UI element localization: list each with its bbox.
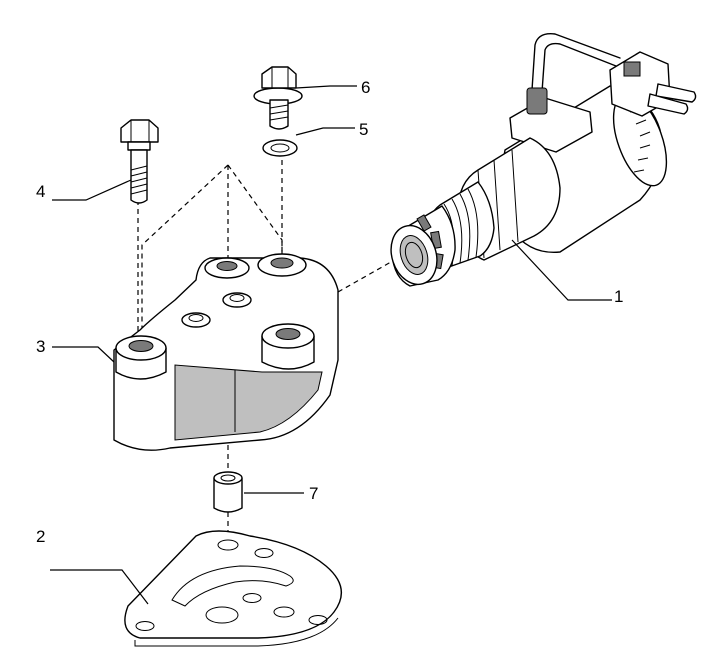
- short-bolt: [253, 66, 303, 130]
- gasket: [124, 530, 343, 647]
- callout-4: 4: [36, 182, 45, 201]
- callout-2: 2: [36, 527, 45, 546]
- long-bolt: [120, 119, 159, 204]
- washer: [262, 139, 298, 157]
- callout-7: 7: [309, 484, 318, 503]
- leader-lines: [50, 85, 612, 605]
- valve-body: [113, 253, 339, 451]
- solenoid-valve: [390, 33, 697, 287]
- callout-3: 3: [36, 337, 45, 356]
- callout-1: 1: [614, 287, 623, 306]
- dowel-sleeve: [213, 471, 243, 513]
- assembly-lines: [137, 160, 399, 540]
- callout-6: 6: [361, 78, 370, 97]
- callout-5: 5: [359, 120, 368, 139]
